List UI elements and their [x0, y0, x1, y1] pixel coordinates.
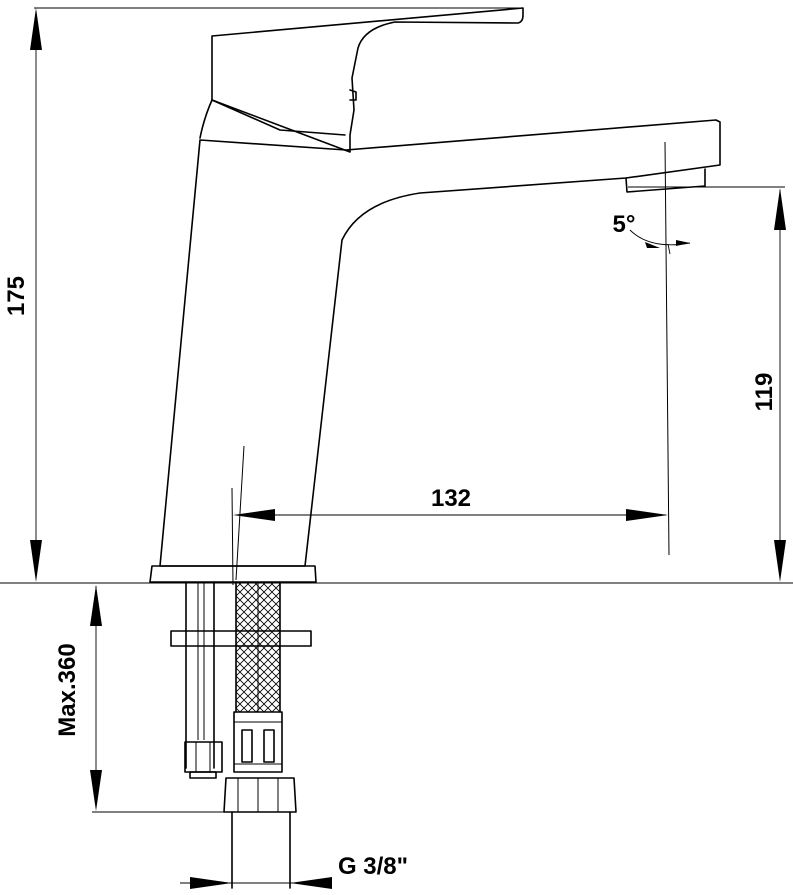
dimension-lines [0, 7, 793, 889]
aerator [625, 168, 706, 193]
spout-angle-label: 5° [613, 211, 636, 238]
lever-handle [211, 7, 524, 153]
faucet-body [149, 7, 721, 583]
base-plate [149, 565, 317, 583]
spout-body [159, 119, 721, 567]
connection-thread-label: G 3/8" [338, 853, 408, 880]
spout-height-label: 119 [751, 373, 778, 412]
braided-hose [223, 581, 297, 889]
center-lines [231, 141, 670, 586]
total-height-label: 175 [3, 276, 30, 316]
hose-length-label: Max.360 [54, 643, 81, 736]
spout-reach-label: 132 [431, 485, 471, 512]
